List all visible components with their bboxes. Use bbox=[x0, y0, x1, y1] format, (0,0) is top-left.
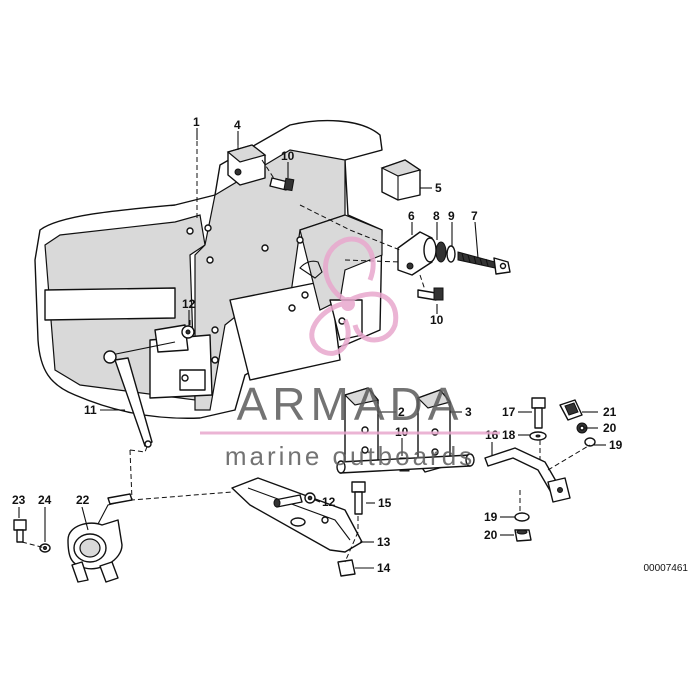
callout-8: 8 bbox=[433, 209, 440, 223]
adjuster-assembly bbox=[397, 231, 511, 276]
washer-18 bbox=[529, 431, 547, 441]
rubber-block-top bbox=[226, 144, 267, 186]
diagram-code: 00007461 bbox=[644, 563, 689, 574]
washer-24 bbox=[39, 543, 51, 553]
callout-12-left: 12 bbox=[182, 297, 196, 311]
callout-13: 13 bbox=[377, 535, 391, 549]
callout-5: 5 bbox=[435, 181, 442, 195]
linkage-arm bbox=[103, 341, 176, 448]
rubber-block-right bbox=[380, 159, 422, 201]
callout-18: 18 bbox=[502, 428, 516, 442]
callout-15: 15 bbox=[378, 496, 392, 510]
callout-19-lower: 19 bbox=[484, 510, 498, 524]
callout-10-top: 10 bbox=[281, 149, 295, 163]
callout-6: 6 bbox=[408, 209, 415, 223]
nut-left bbox=[181, 325, 195, 339]
watermark-brand: ARMADA bbox=[237, 378, 464, 430]
callout-4: 4 bbox=[234, 118, 241, 132]
bracket-right bbox=[416, 389, 452, 473]
callout-17: 17 bbox=[502, 405, 516, 419]
watermark-logo bbox=[309, 236, 399, 356]
bolt-top bbox=[269, 177, 295, 192]
washer-19-upper bbox=[584, 437, 596, 447]
callout-1: 1 bbox=[193, 115, 200, 129]
watermark-tagline: marine outboards bbox=[225, 441, 475, 471]
part-14 bbox=[337, 559, 356, 577]
bolt-middle bbox=[417, 287, 444, 301]
clamp-22 bbox=[67, 493, 133, 583]
callout-11: 11 bbox=[84, 403, 97, 417]
leader-lines bbox=[18, 128, 606, 569]
bolt-17 bbox=[531, 397, 546, 429]
callout-9: 9 bbox=[448, 209, 455, 223]
bolt-15 bbox=[351, 481, 366, 515]
callout-19-upper: 19 bbox=[609, 438, 623, 452]
spring-rod bbox=[273, 494, 303, 508]
washer-19-lower bbox=[514, 512, 530, 522]
bolt-23 bbox=[13, 519, 27, 543]
assembly-lines bbox=[21, 133, 591, 563]
nut-20-lower bbox=[514, 529, 532, 542]
callout-14: 14 bbox=[377, 561, 391, 575]
callout-10-mid: 10 bbox=[430, 313, 444, 327]
callout-20-upper: 20 bbox=[603, 421, 617, 435]
nut-12-lower bbox=[304, 492, 316, 504]
callout-12-lower: 12 bbox=[322, 495, 336, 509]
clip-21 bbox=[559, 399, 583, 421]
angled-rod bbox=[484, 447, 571, 503]
callout-2: 2 bbox=[398, 405, 405, 419]
watermark: ARMADA marine outboards bbox=[200, 236, 500, 471]
callout-16: 16 bbox=[485, 428, 499, 442]
callout-24: 24 bbox=[38, 493, 52, 507]
callout-23: 23 bbox=[12, 493, 26, 507]
callout-21: 21 bbox=[603, 405, 617, 419]
rod-assembly bbox=[336, 453, 475, 474]
base-plate bbox=[231, 477, 363, 553]
callout-20-lower: 20 bbox=[484, 528, 498, 542]
main-housing bbox=[34, 119, 383, 419]
callout-3: 3 bbox=[465, 405, 472, 419]
callout-7: 7 bbox=[471, 209, 478, 223]
callout-22: 22 bbox=[76, 493, 90, 507]
